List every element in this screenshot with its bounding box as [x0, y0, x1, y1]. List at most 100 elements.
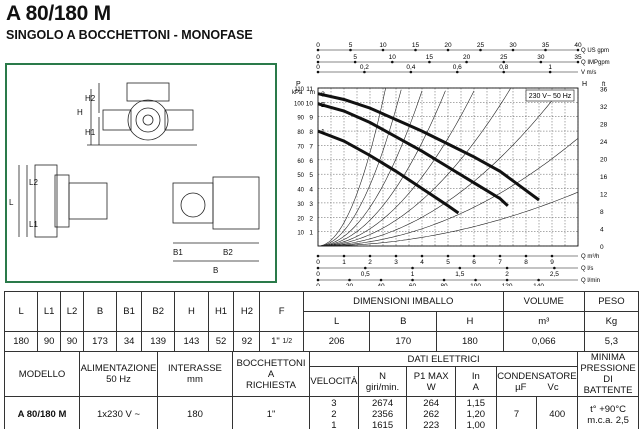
x-tick-dot — [379, 278, 383, 282]
x-tick-dot — [428, 60, 431, 64]
dim-header-l1: L1 — [37, 291, 62, 332]
label-l1: L1 — [29, 220, 38, 229]
x-tick-dot — [394, 254, 398, 258]
dim-value-imballo-h: 180 — [436, 331, 504, 352]
x-tick-label: 5 — [353, 54, 357, 61]
x-tick-dot — [455, 70, 459, 74]
x-tick-label: 30 — [537, 54, 545, 61]
x-tick-label: 0,6 — [453, 64, 462, 71]
y-tick-m: 1 — [309, 230, 313, 237]
dim-value-l2: 90 — [60, 331, 84, 352]
x-tick-dot — [553, 266, 556, 270]
dim-value-b2: 139 — [141, 331, 176, 352]
x-tick-label: 5 — [349, 42, 353, 49]
motor-top — [126, 82, 170, 102]
x-tick-dot — [442, 278, 446, 282]
y-tick-m: 7 — [309, 143, 313, 150]
y-tick-kpa: 10 — [297, 231, 304, 237]
dim-value-b1: 34 — [116, 331, 143, 352]
dim-value-h: 143 — [174, 331, 209, 352]
x-tick-label: 15 — [412, 42, 420, 49]
x-tick-label: 6 — [472, 259, 476, 266]
y-unit-m: m — [310, 90, 315, 96]
y-unit-ft: ft — [602, 82, 606, 88]
y-tick-m: 3 — [309, 201, 313, 208]
dim-header-l2: L2 — [60, 291, 84, 332]
curve-label-2: 2 — [321, 102, 325, 109]
x-tick-label: 0 — [316, 271, 320, 278]
pump-drawing-svg: H2 H H1 L2 L L1 B1 B2 B — [9, 82, 260, 275]
pump-curve-3 — [317, 92, 540, 202]
system-curve — [318, 90, 475, 247]
x-tick-label: 1,5 — [455, 271, 464, 278]
x-tick-dot — [409, 70, 413, 74]
x-tick-dot — [381, 48, 385, 52]
x-tick-dot — [548, 70, 552, 74]
x-tick-dot — [472, 254, 476, 258]
system-curve — [317, 90, 423, 247]
x-tick-label: 2 — [505, 271, 509, 278]
performance-chart-svg: 3211102203304405506607708809901010011110… — [292, 42, 610, 290]
label-h2: H2 — [85, 94, 96, 103]
x-tick-label: 35 — [542, 42, 550, 49]
y-tick-ft: 8 — [600, 209, 604, 216]
y-tick-kpa: 60 — [297, 159, 304, 165]
x-tick-label: 25 — [500, 54, 508, 61]
elec-value-uf: 7 — [495, 396, 538, 429]
y-unit-p: P — [296, 81, 301, 88]
elec-header-velocita: VELOCITÀ — [309, 366, 359, 397]
x-tick-label: 0 — [316, 64, 320, 71]
x-tick-label: 25 — [477, 42, 485, 49]
side-motor — [68, 182, 108, 220]
x-tick-label: 0,4 — [406, 64, 415, 71]
x-tick-label: 20 — [444, 42, 452, 49]
dim-header-imballo-l: L — [302, 311, 371, 332]
x-tick-label: 120 — [502, 283, 513, 286]
dim-header-imballo-b: B — [369, 311, 438, 332]
x-tick-label: 0,8 — [499, 64, 508, 71]
y-unit-kpa: kPa — [292, 90, 303, 96]
f-fraction: 1/2 — [282, 338, 293, 345]
x-tick-label: 5 — [446, 259, 450, 266]
y-tick-ft: 32 — [600, 104, 608, 111]
x-tick-dot — [342, 254, 346, 258]
system-curve — [317, 90, 446, 247]
x-tick-label: 7 — [498, 259, 502, 266]
y-tick-ft: 24 — [600, 139, 608, 146]
x-tick-dot — [550, 254, 554, 258]
dim-value-h2: 92 — [233, 331, 261, 352]
x-tick-label: 80 — [440, 283, 448, 286]
dim-header-h: H — [174, 291, 209, 332]
y-tick-ft: 36 — [600, 86, 608, 93]
curve-label-3: 3 — [321, 92, 325, 99]
y-tick-m: 10 — [306, 100, 314, 107]
y-tick-m: 8 — [309, 129, 313, 136]
x-tick-dot — [316, 70, 320, 74]
y-tick-kpa: 50 — [297, 173, 304, 179]
x-tick-dot — [474, 278, 477, 282]
dim-value-l1: 90 — [37, 331, 62, 352]
curve-label-1: 1 — [321, 129, 325, 136]
x-tick-label: 1 — [342, 259, 346, 266]
dim-header-volume: VOLUME — [502, 291, 585, 312]
x-tick-dot — [576, 60, 580, 64]
x-tick-dot — [537, 278, 540, 282]
y-tick-ft: 16 — [600, 174, 608, 181]
x-tick-label: 2 — [368, 259, 372, 266]
x-tick-dot — [505, 278, 509, 282]
pump-head-circle — [127, 99, 169, 141]
x-tick-dot — [544, 48, 547, 52]
y-tick-ft: 20 — [600, 156, 608, 163]
elec-value-vc: 400 — [536, 396, 579, 429]
x-tick-dot — [411, 266, 414, 270]
elec-value-bocchettoni: 1" — [231, 396, 311, 429]
